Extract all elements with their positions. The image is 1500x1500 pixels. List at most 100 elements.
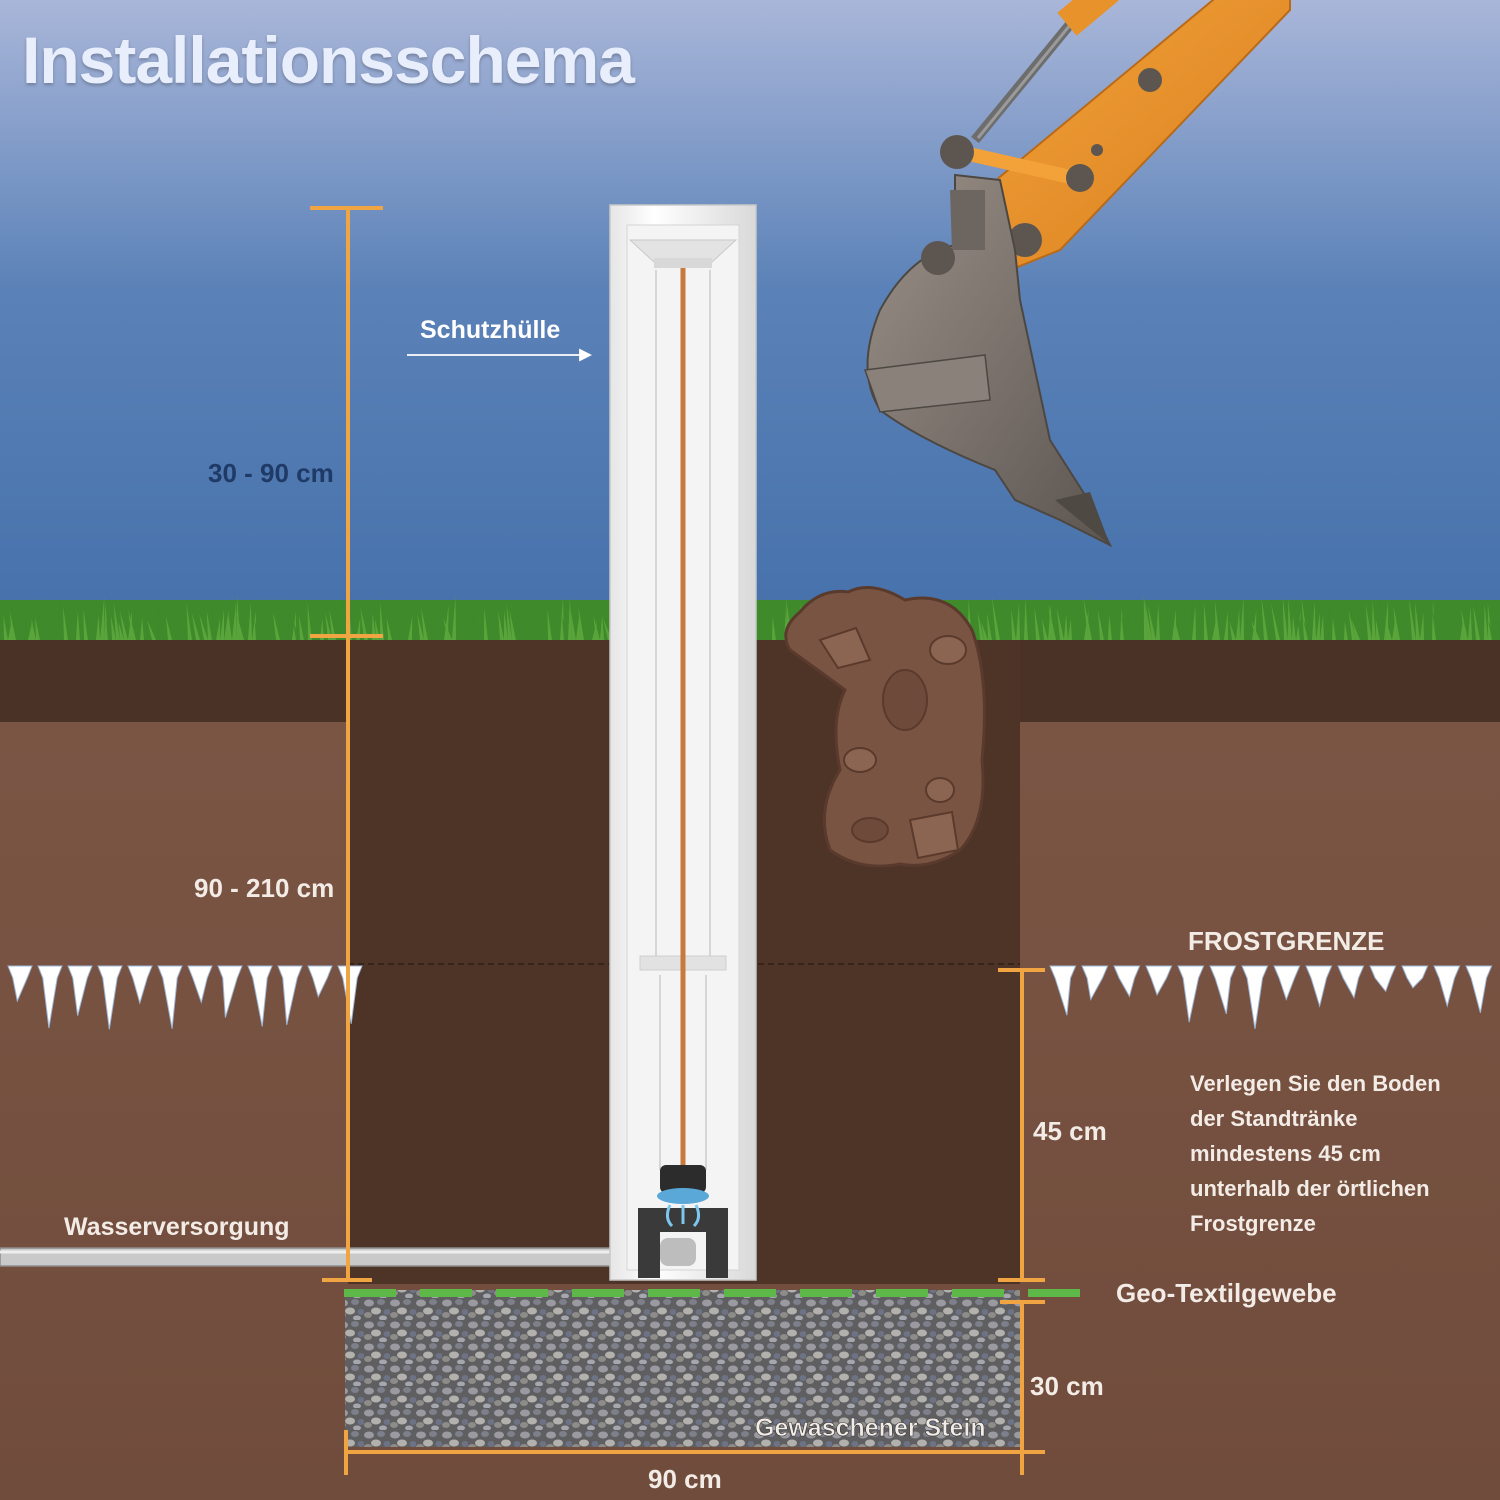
icicle [1145, 965, 1173, 996]
grass-blade [92, 615, 96, 640]
grass-blade [1037, 607, 1044, 640]
icicle [187, 965, 213, 1005]
grass-blade [1282, 596, 1288, 640]
grass-blade [11, 604, 20, 640]
grass-blade [119, 610, 128, 640]
grass-blade [260, 604, 268, 640]
icicle [217, 965, 243, 1018]
grass-blade [386, 618, 392, 640]
grass-blade [452, 596, 456, 640]
grass-blade [1400, 604, 1404, 640]
grass-blade [1488, 620, 1496, 640]
grass-blade [325, 613, 332, 640]
grass-blade [486, 619, 492, 640]
grass-blade [504, 610, 508, 640]
grass-blade [1064, 614, 1068, 640]
grass-blade [472, 615, 480, 640]
grass-blade [1280, 620, 1284, 640]
grass-blade [368, 596, 372, 640]
grass-blade [1140, 609, 1144, 640]
icicle [1273, 965, 1301, 1001]
grass-blade [168, 618, 176, 640]
grass-blade [1440, 617, 1444, 640]
grass-blade [113, 602, 120, 640]
grass-blade [431, 621, 436, 640]
grass-blade [528, 603, 536, 640]
grass-blade [456, 607, 461, 640]
page-title: Installationsschema [22, 23, 635, 97]
note-line: der Standtränke [1190, 1106, 1358, 1131]
grass-blade [1420, 612, 1424, 640]
grass-blade [578, 606, 584, 640]
grass-blade [1156, 604, 1160, 640]
grass-blade [1034, 606, 1040, 640]
grass-blade [392, 602, 397, 640]
grass-blade [254, 620, 260, 640]
grass-blade [1288, 598, 1292, 640]
note-line: Verlegen Sie den Boden [1190, 1071, 1441, 1096]
grass-blade [1372, 600, 1376, 640]
grass-blade [399, 615, 408, 640]
grass-blade [417, 613, 424, 640]
grass-blade [118, 621, 124, 640]
icicle [1209, 965, 1237, 1014]
grass-blade [1200, 615, 1204, 640]
grass-blade [308, 598, 316, 640]
grass-blade [1324, 598, 1329, 640]
grass-blade [977, 611, 984, 640]
grass-blade [1011, 608, 1016, 640]
grass-blade [1056, 607, 1064, 640]
note-line: Frostgrenze [1190, 1211, 1316, 1236]
grass-blade [1175, 621, 1180, 640]
grass-blade [1344, 621, 1348, 640]
grass-blade [1351, 619, 1360, 640]
grass-blade [299, 615, 304, 640]
grass-blade [1316, 612, 1320, 640]
dimension-label-above-ground: 30 - 90 cm [208, 458, 334, 488]
grass-blade [96, 614, 100, 640]
grass-blade [1240, 597, 1244, 640]
grass-blade [1292, 615, 1296, 640]
grass-blade [520, 610, 524, 640]
grass-blade [100, 596, 105, 640]
grass-blade [1404, 601, 1408, 640]
grass-blade [35, 617, 40, 640]
grass-blade [1328, 602, 1332, 640]
grass-blade [468, 597, 472, 640]
grass-blade [1365, 604, 1372, 640]
grass-blade [248, 602, 252, 640]
grass-blade [981, 621, 988, 640]
gravel-label: Gewaschener Stein [755, 1414, 986, 1442]
grass-blade [227, 611, 232, 640]
grass-blade [128, 610, 132, 640]
icicle [1113, 965, 1141, 998]
grass-blade [1079, 617, 1084, 640]
excavated-dirt-pile [784, 586, 986, 868]
grass-blade [67, 610, 76, 640]
icicle [1337, 965, 1365, 999]
grass-blade [987, 612, 992, 640]
grass-blade [535, 614, 544, 640]
grass-blade [1303, 619, 1312, 640]
grass-blade [1115, 602, 1120, 640]
grass-blade [552, 621, 556, 640]
grass-blade [0, 609, 4, 640]
grass-blade [1027, 602, 1036, 640]
grass-blade [1203, 602, 1208, 640]
grass-blade [1320, 615, 1324, 640]
grass-blade [1120, 607, 1124, 640]
icicle [1369, 965, 1397, 993]
grass-blade [1016, 602, 1020, 640]
grass-blade [509, 609, 516, 640]
grass-blade [1442, 621, 1448, 640]
grass-blade [427, 604, 432, 640]
grass-blade [46, 607, 52, 640]
grass-blade [1496, 620, 1500, 640]
icicle [1241, 965, 1269, 1029]
grass-blade [1004, 606, 1008, 640]
grass-blade [506, 604, 512, 640]
sleeve-arrow [407, 348, 593, 362]
dimension-label-below-ground: 90 - 210 cm [194, 873, 334, 903]
grass-blade [498, 611, 504, 640]
grass-blade [20, 615, 24, 640]
